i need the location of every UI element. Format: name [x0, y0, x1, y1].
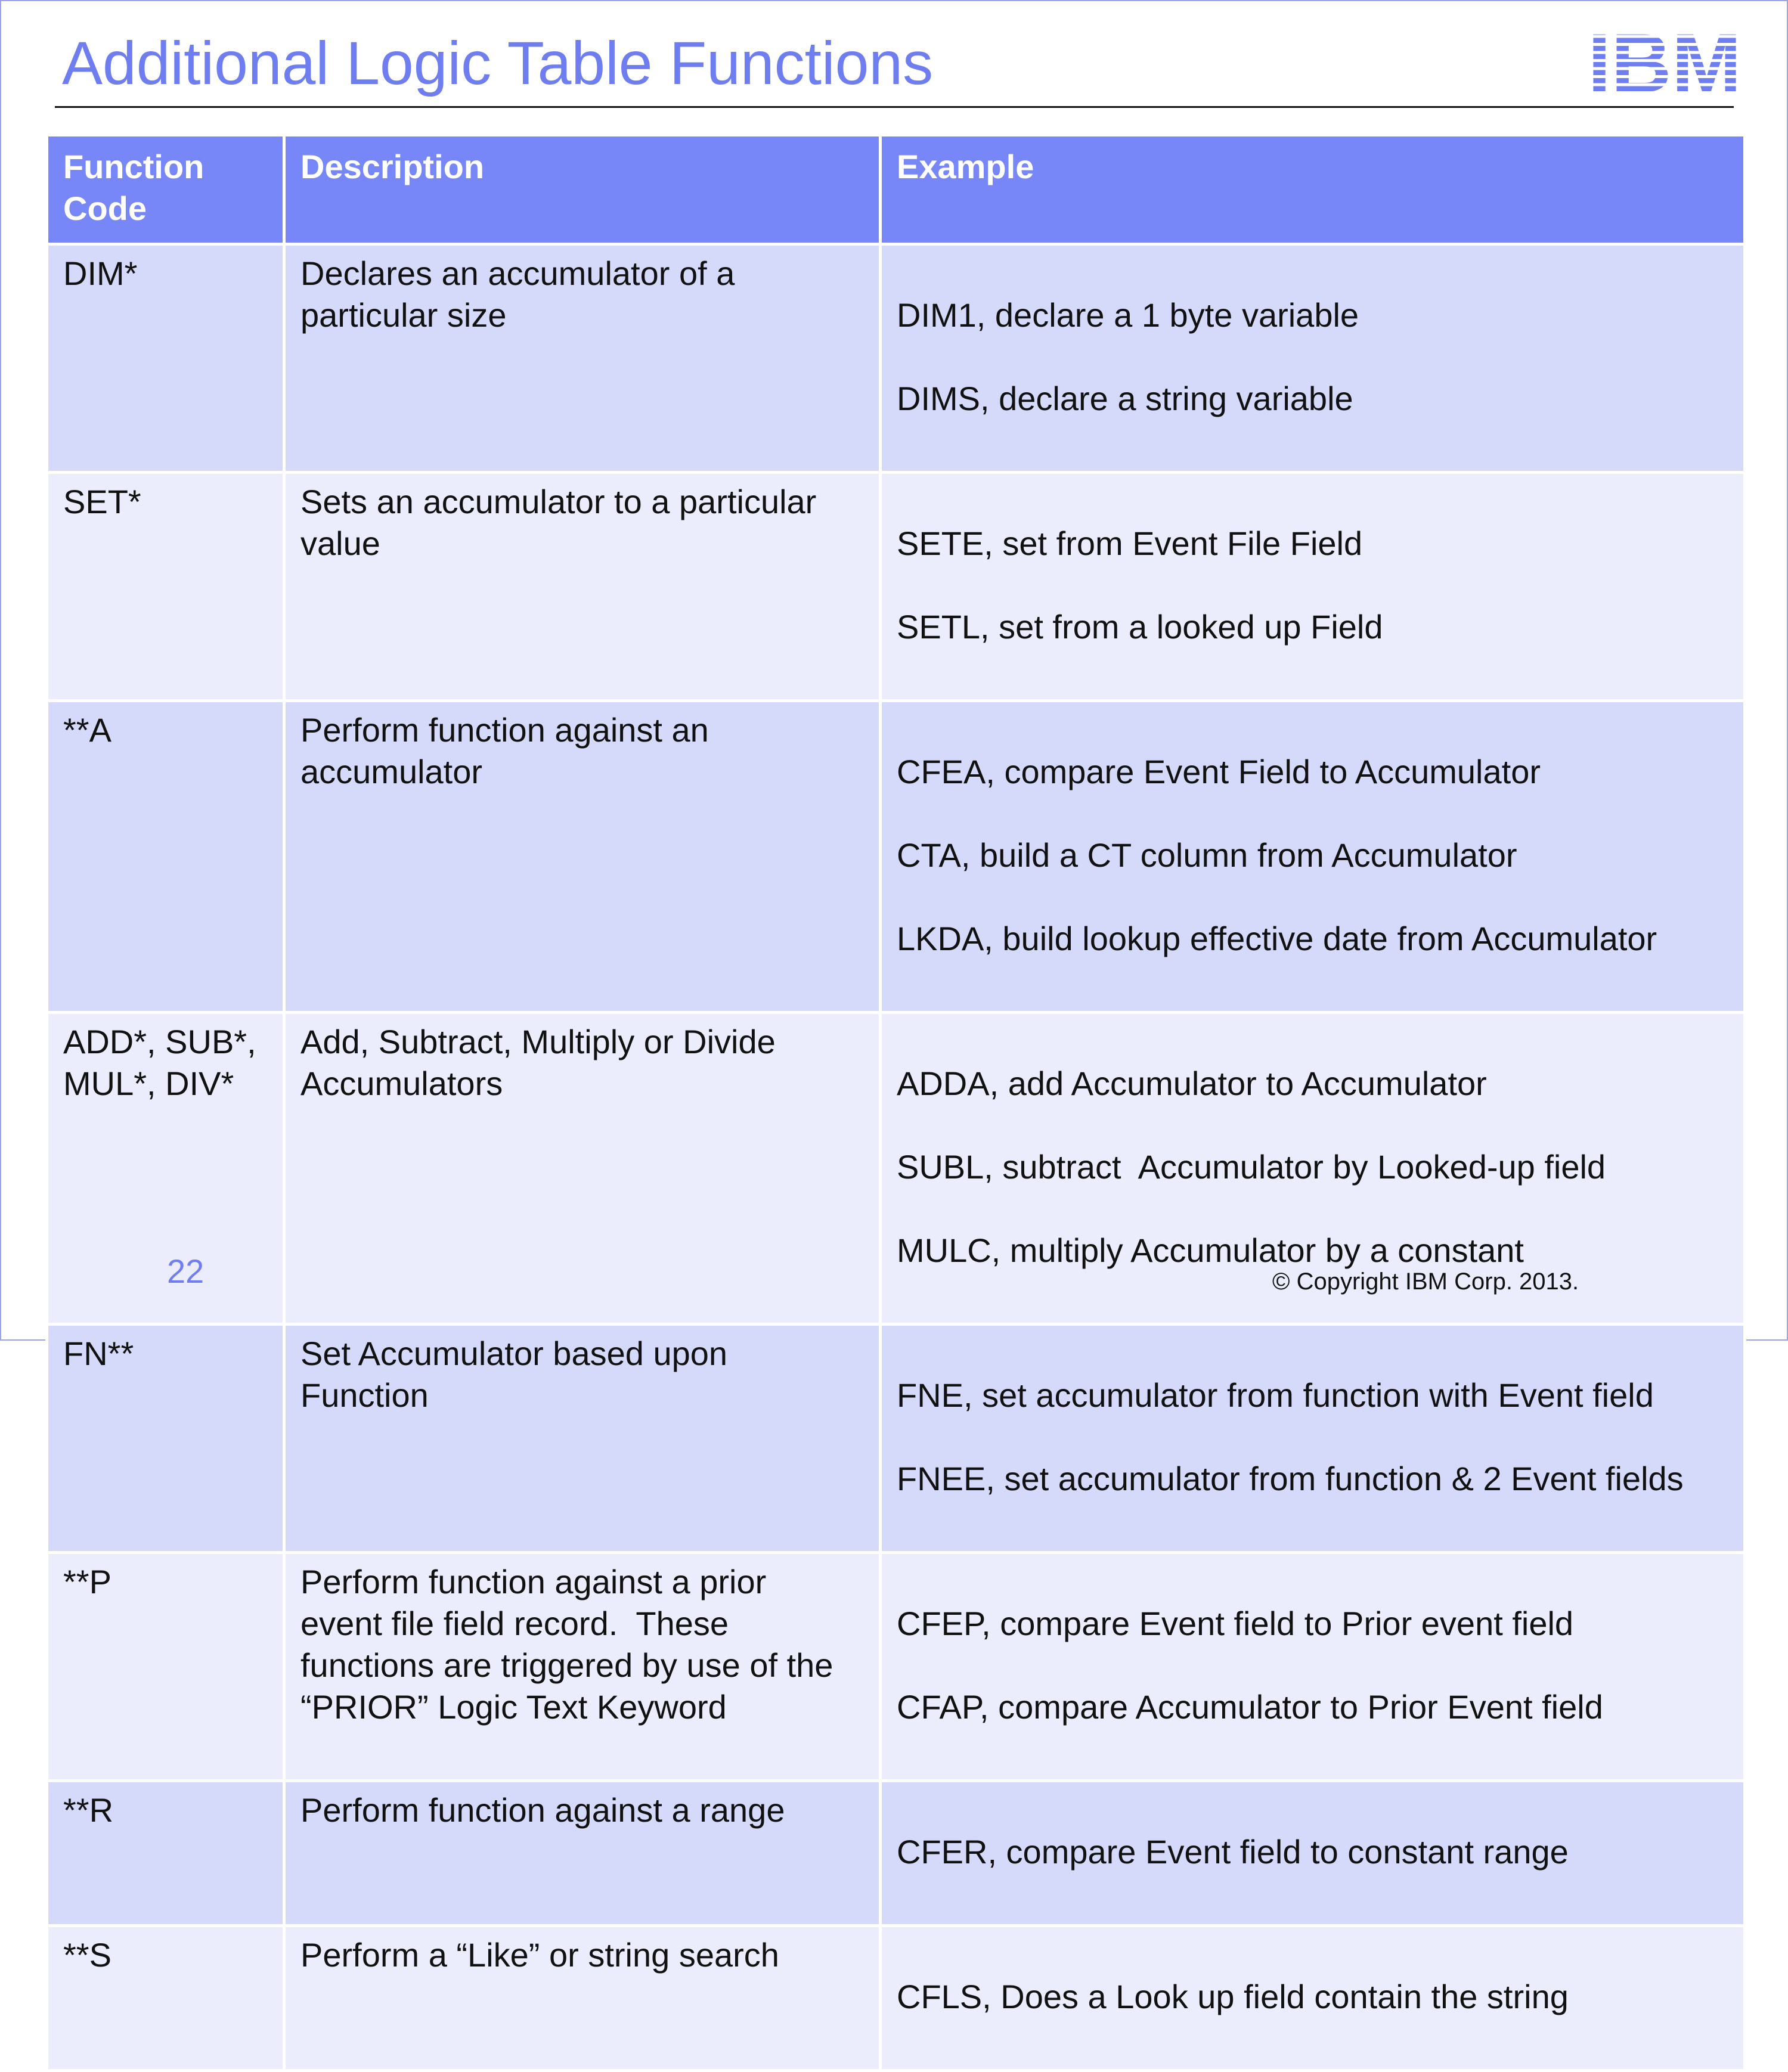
example-line: FNE, set accumulator from function with … [897, 1376, 1654, 1414]
table-row: **S Perform a “Like” or string search CF… [45, 1924, 1746, 2072]
example-line: CFER, compare Event field to constant ra… [897, 1833, 1569, 1871]
example-cell: SETE, set from Event File Field SETL, se… [879, 471, 1746, 702]
title-divider [55, 106, 1734, 108]
function-code-cell: **S [45, 1924, 286, 2072]
description-cell: Add, Subtract, Multiply or Divide Accumu… [283, 1011, 882, 1326]
ibm-logo: IBM [1586, 30, 1743, 94]
description-cell: Perform a “Like” or string search [283, 1924, 882, 2072]
example-cell: ADDA, add Accumulator to Accumulator SUB… [879, 1011, 1746, 1326]
page-number: 22 [167, 1252, 204, 1290]
description-cell: Perform function against an accumulator [283, 699, 882, 1014]
example-line: DIMS, declare a string variable [897, 380, 1353, 417]
example-line: CFEP, compare Event field to Prior event… [897, 1605, 1574, 1642]
example-line: SETE, set from Event File Field [897, 525, 1363, 562]
example-line: SUBL, subtract Accumulator by Looked-up … [897, 1148, 1606, 1186]
function-code-cell: SET* [45, 471, 286, 702]
copyright-notice: © Copyright IBM Corp. 2013. [1272, 1268, 1579, 1295]
example-line: CFLS, Does a Look up field contain the s… [897, 1978, 1569, 2015]
function-code-cell: ADD*, SUB*, MUL*, DIV* [45, 1011, 286, 1326]
example-line: MULC, multiply Accumulator by a constant [897, 1232, 1524, 1269]
example-cell: CFEA, compare Event Field to Accumulator… [879, 699, 1746, 1014]
table-row: **A Perform function against an accumula… [45, 699, 1746, 1014]
table-row: SET* Sets an accumulator to a particular… [45, 471, 1746, 702]
description-cell: Sets an accumulator to a particular valu… [283, 471, 882, 702]
table-row: **R Perform function against a range CFE… [45, 1779, 1746, 1927]
function-code-cell: **A [45, 699, 286, 1014]
example-cell: CFER, compare Event field to constant ra… [879, 1779, 1746, 1927]
example-line: ADDA, add Accumulator to Accumulator [897, 1065, 1487, 1102]
header-function-code: Function Code [45, 134, 286, 246]
table-row: FN** Set Accumulator based upon Function… [45, 1323, 1746, 1554]
example-cell: DIM1, declare a 1 byte variable DIMS, de… [879, 243, 1746, 474]
table-row: ADD*, SUB*, MUL*, DIV* Add, Subtract, Mu… [45, 1011, 1746, 1326]
example-line: SETL, set from a looked up Field [897, 608, 1383, 646]
description-cell: Set Accumulator based upon Function [283, 1323, 882, 1554]
example-line: DIM1, declare a 1 byte variable [897, 296, 1359, 334]
logic-functions-table: Function Code Description Example DIM* D… [45, 134, 1746, 2072]
example-line: CFEA, compare Event Field to Accumulator [897, 753, 1541, 790]
function-code-cell: **P [45, 1551, 286, 1782]
description-cell: Perform function against a range [283, 1779, 882, 1927]
example-cell: CFEP, compare Event field to Prior event… [879, 1551, 1746, 1782]
description-cell: Declares an accumulator of a particular … [283, 243, 882, 474]
example-line: FNEE, set accumulator from function & 2 … [897, 1460, 1684, 1497]
function-code-cell: **R [45, 1779, 286, 1927]
table-row: **P Perform function against a prior eve… [45, 1551, 1746, 1782]
header-example: Example [879, 134, 1746, 246]
function-code-cell: DIM* [45, 243, 286, 474]
example-line: CFAP, compare Accumulator to Prior Event… [897, 1688, 1603, 1726]
function-code-cell: FN** [45, 1323, 286, 1554]
description-cell: Perform function against a prior event f… [283, 1551, 882, 1782]
slide-title: Additional Logic Table Functions [62, 29, 934, 97]
example-line: CTA, build a CT column from Accumulator [897, 836, 1517, 874]
example-cell: CFLS, Does a Look up field contain the s… [879, 1924, 1746, 2072]
header-description: Description [283, 134, 882, 246]
table-header-row: Function Code Description Example [45, 134, 1746, 246]
example-line: LKDA, build lookup effective date from A… [897, 920, 1657, 957]
table-row: DIM* Declares an accumulator of a partic… [45, 243, 1746, 474]
example-cell: FNE, set accumulator from function with … [879, 1323, 1746, 1554]
